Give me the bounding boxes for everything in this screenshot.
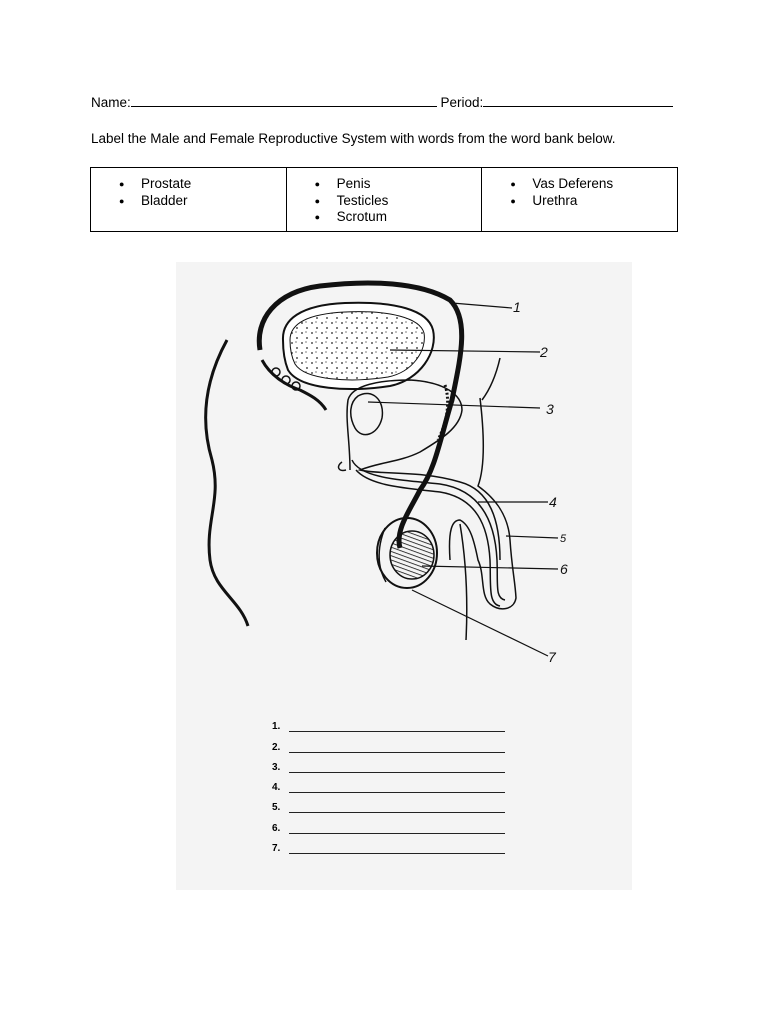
- instructions: Label the Male and Female Reproductive S…: [91, 131, 616, 146]
- word-bank-item: Prostate: [119, 176, 286, 193]
- answer-row: 3.: [272, 753, 505, 773]
- penis: [448, 397, 517, 610]
- leader-lines: [367, 302, 559, 657]
- answer-number: 6.: [272, 822, 281, 834]
- rectum-folds: [260, 359, 328, 411]
- word-bank-item: Bladder: [119, 193, 286, 210]
- scrotum: [459, 523, 468, 641]
- diagram-label-5: 5: [560, 533, 567, 545]
- answer-number: 5.: [272, 802, 281, 814]
- answer-blank[interactable]: [289, 762, 505, 773]
- reproductive-diagram: 1 2 3 4 5 6 7 1. 2. 3. 4. 5. 6. 7.: [176, 262, 632, 890]
- vas-deferens: [346, 379, 501, 561]
- diagram-label-3: 3: [546, 401, 554, 417]
- bladder: [281, 301, 435, 390]
- testis: [376, 517, 438, 589]
- answer-number: 4.: [272, 782, 281, 794]
- word-bank: Prostate Bladder Penis Testicles Scrotum…: [90, 167, 678, 232]
- answer-number: 3.: [272, 761, 281, 773]
- answer-row: 2.: [272, 732, 505, 753]
- word-bank-column-3: Vas Deferens Urethra: [482, 168, 677, 231]
- urethra: [351, 459, 506, 601]
- diagram-label-7: 7: [548, 649, 557, 665]
- answer-row: 7.: [272, 834, 505, 855]
- answer-row: 6.: [272, 813, 505, 834]
- name-label: Name:: [91, 95, 131, 110]
- answer-blank[interactable]: [289, 742, 505, 753]
- answer-number: 7.: [272, 843, 281, 855]
- name-blank[interactable]: [130, 92, 437, 107]
- header-line: Name: Period:: [91, 92, 674, 110]
- word-bank-column-2: Penis Testicles Scrotum: [287, 168, 483, 231]
- diagram-label-6: 6: [560, 561, 568, 577]
- period-blank[interactable]: [483, 92, 674, 107]
- diagram-label-2: 2: [539, 344, 548, 360]
- prostate: [350, 392, 384, 436]
- word-bank-column-1: Prostate Bladder: [91, 168, 287, 231]
- word-bank-item: Urethra: [510, 193, 677, 210]
- answer-lines: 1. 2. 3. 4. 5. 6. 7.: [272, 712, 505, 855]
- body-outline: [204, 339, 250, 627]
- answer-blank[interactable]: [289, 843, 505, 855]
- answer-number: 2.: [272, 741, 281, 753]
- word-bank-item: Scrotum: [315, 209, 482, 226]
- diagram-label-1: 1: [513, 299, 521, 315]
- answer-row: 4.: [272, 773, 505, 794]
- answer-blank[interactable]: [289, 802, 505, 814]
- answer-blank[interactable]: [289, 721, 505, 733]
- word-bank-item: Vas Deferens: [510, 176, 677, 193]
- diagram-label-4: 4: [549, 494, 557, 510]
- word-bank-item: Penis: [315, 176, 482, 193]
- answer-blank[interactable]: [289, 823, 505, 834]
- answer-row: 5.: [272, 793, 505, 814]
- answer-number: 1.: [272, 721, 281, 733]
- answer-blank[interactable]: [289, 782, 505, 794]
- answer-row: 1.: [272, 712, 505, 733]
- word-bank-item: Testicles: [315, 193, 482, 210]
- period-label: Period:: [440, 95, 484, 110]
